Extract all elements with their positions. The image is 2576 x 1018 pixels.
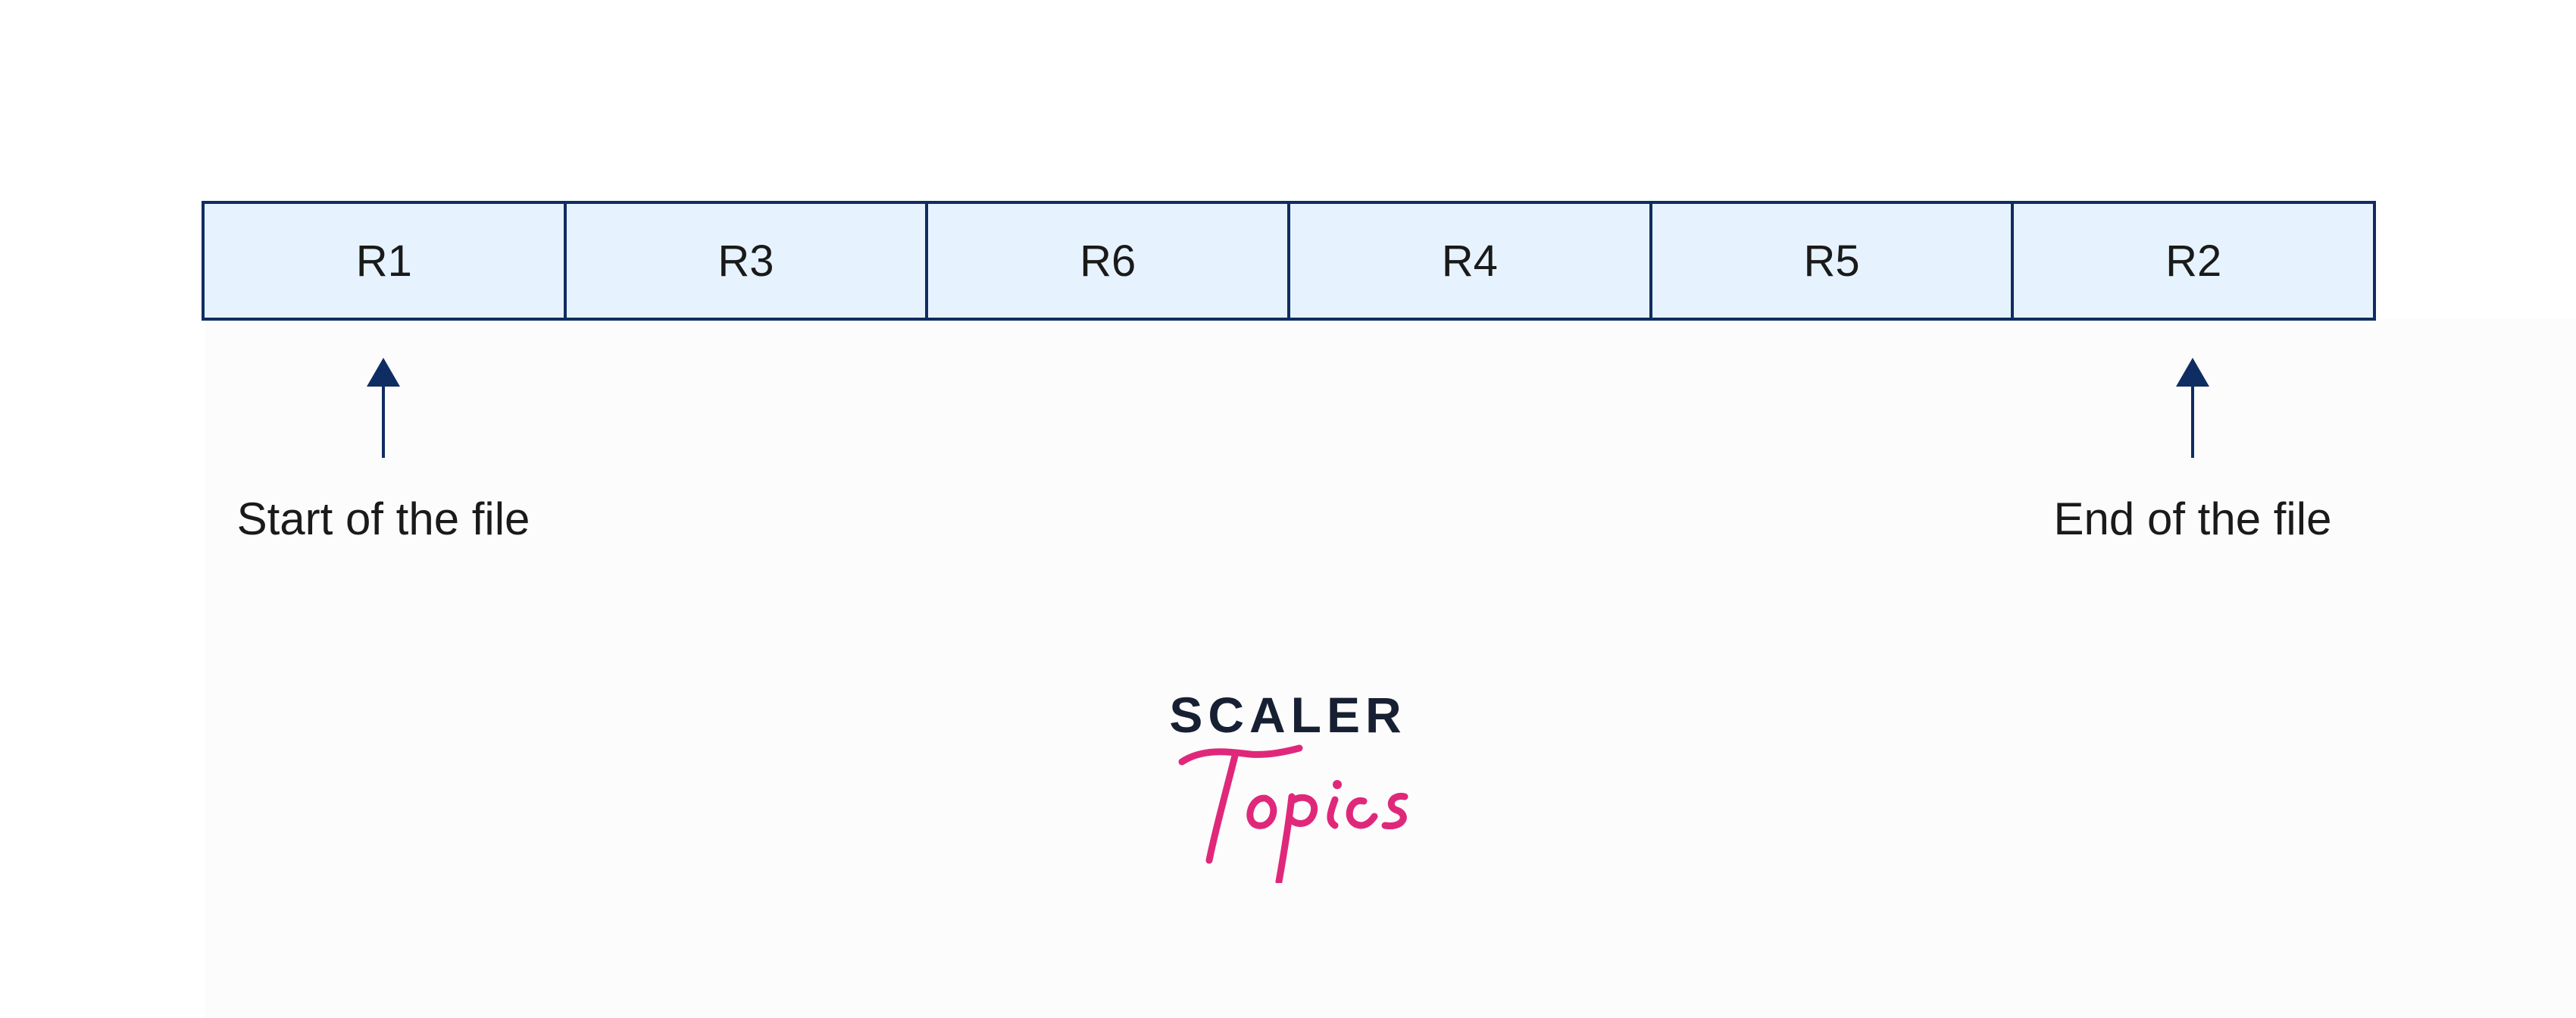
file-record-sequence: R1 R3 R6 R4 R5 R2 [202, 201, 2376, 321]
logo-script-icon [1178, 744, 1408, 883]
background-panel [205, 318, 2576, 1018]
record-cell: R4 [1290, 204, 1652, 318]
logo-wordmark: SCALER [1169, 687, 1407, 743]
start-arrow-icon [361, 356, 406, 458]
end-arrow-icon [2170, 356, 2215, 458]
start-of-file-label: Start of the file [236, 493, 530, 544]
scaler-topics-logo: SCALER [1136, 686, 1440, 883]
record-cell: R5 [1652, 204, 2015, 318]
record-cell: R2 [2165, 236, 2222, 286]
record-cell: R1 [205, 204, 567, 318]
record-cell: R6 [928, 204, 1291, 318]
end-of-file-label: End of the file [2053, 493, 2332, 544]
record-cell: R3 [567, 204, 929, 318]
